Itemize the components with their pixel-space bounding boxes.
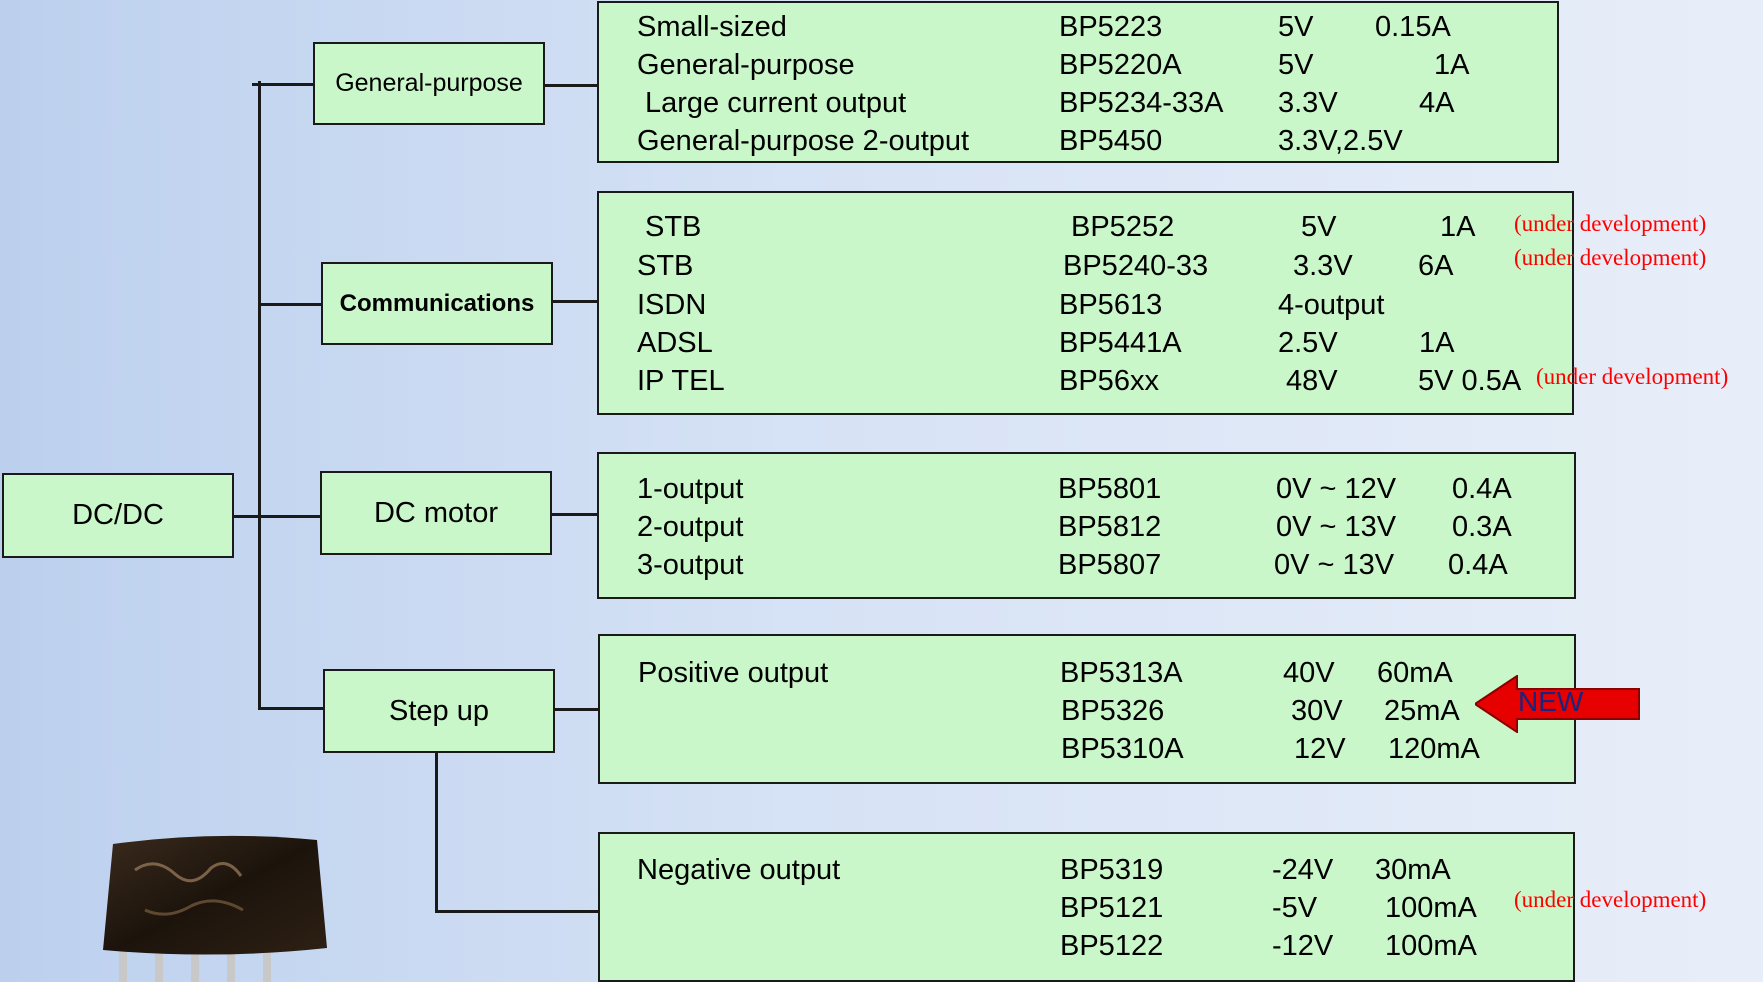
part-number: BP5441A: [1059, 327, 1182, 359]
voltage: 3.3V: [1278, 87, 1338, 119]
current: 0.4A: [1448, 549, 1508, 581]
voltage: -5V: [1272, 892, 1318, 924]
part-number: BP5450: [1059, 125, 1163, 157]
part-number: BP5220A: [1059, 49, 1182, 81]
product-name: STB: [637, 250, 694, 282]
current: 30mA: [1375, 854, 1451, 886]
current: 4A: [1419, 87, 1455, 119]
voltage: 5V: [1301, 211, 1337, 243]
product-name: 3-output: [637, 549, 744, 581]
part-number: BP5252: [1071, 211, 1175, 243]
category-label: Step up: [389, 694, 489, 727]
category-box-general-purpose: General-purpose: [313, 42, 545, 125]
product-name: ISDN: [637, 289, 707, 321]
category-label: Communications: [339, 289, 535, 317]
current: 100mA: [1385, 930, 1477, 962]
voltage: 40V: [1283, 657, 1335, 689]
group-name: Negative output: [637, 854, 841, 886]
branch-general-purpose: [252, 83, 315, 86]
category-box-communications: Communications: [321, 262, 553, 345]
current: 1A: [1440, 211, 1476, 243]
part-number: BP5326: [1061, 695, 1165, 727]
part-number: BP5240-33: [1063, 250, 1209, 282]
power-module-photo: [103, 835, 327, 982]
voltage: 0V ~ 13V: [1274, 549, 1395, 581]
current: 0.15A: [1375, 11, 1451, 43]
panel-general-purpose: [597, 1, 1559, 163]
panel-positive-output: [598, 634, 1576, 784]
product-name: ADSL: [637, 327, 713, 359]
root-connector: [228, 515, 321, 518]
step-up-down-line: [435, 752, 438, 912]
voltage: 4-output: [1278, 289, 1385, 321]
product-name: General-purpose: [637, 49, 855, 81]
current: 1A: [1419, 327, 1455, 359]
development-note: (under development): [1514, 245, 1707, 270]
voltage: 5V: [1278, 11, 1314, 43]
product-name: Large current output: [645, 87, 907, 119]
new-arrow-icon: [1475, 675, 1640, 733]
part-number: BP5807: [1058, 549, 1162, 581]
product-name: Small-sized: [637, 11, 787, 43]
link-general-purpose: [543, 84, 599, 87]
current: 25mA: [1384, 695, 1460, 727]
part-number: BP56xx: [1059, 365, 1159, 397]
part-number: BP5121: [1060, 892, 1164, 924]
part-number: BP5613: [1059, 289, 1163, 321]
development-note: (under development): [1514, 887, 1707, 912]
current: 100mA: [1385, 892, 1477, 924]
product-name: 1-output: [637, 473, 744, 505]
development-note: (under development): [1514, 211, 1707, 236]
current: 5V 0.5A: [1418, 365, 1522, 397]
product-name: IP TEL: [637, 365, 725, 397]
voltage: 48V: [1286, 365, 1338, 397]
current: 120mA: [1388, 733, 1480, 765]
link-negative-output: [435, 910, 601, 913]
voltage: 2.5V: [1278, 327, 1338, 359]
voltage: -24V: [1272, 854, 1334, 886]
current: 0.3A: [1452, 511, 1512, 543]
product-name: General-purpose 2-output: [637, 125, 970, 157]
panel-communications: [597, 191, 1574, 415]
part-number: BP5313A: [1060, 657, 1183, 689]
voltage: 0V ~ 12V: [1276, 473, 1397, 505]
category-label: General-purpose: [335, 69, 523, 97]
part-number: BP5310A: [1061, 733, 1184, 765]
link-dc-motor: [550, 513, 600, 516]
panel-negative-output: [598, 832, 1575, 982]
root-label: DC/DC: [72, 499, 164, 531]
panel-dc-motor: [597, 452, 1576, 599]
current: 0.4A: [1452, 473, 1512, 505]
current: 6A: [1418, 250, 1454, 282]
voltage: 3.3V: [1293, 250, 1353, 282]
branch-step-up: [258, 707, 324, 710]
part-number: BP5812: [1058, 511, 1162, 543]
product-name: STB: [645, 211, 702, 243]
part-number: BP5801: [1058, 473, 1162, 505]
product-name: 2-output: [637, 511, 744, 543]
link-positive-output: [552, 708, 601, 711]
new-badge: NEW: [1518, 686, 1584, 717]
current: 1A: [1434, 49, 1470, 81]
voltage: 0V ~ 13V: [1276, 511, 1397, 543]
part-number: BP5122: [1060, 930, 1164, 962]
category-label: DC motor: [373, 496, 499, 529]
trunk-line: [258, 81, 261, 709]
root-box: DC/DC: [2, 473, 234, 558]
voltage: 30V: [1291, 695, 1343, 727]
category-box-step-up: Step up: [323, 669, 555, 753]
part-number: BP5234-33A: [1059, 87, 1224, 119]
voltage: 3.3V,2.5V: [1278, 125, 1403, 157]
branch-communications: [258, 303, 322, 306]
voltage: 12V: [1294, 733, 1346, 765]
category-box-dc-motor: DC motor: [320, 471, 552, 555]
part-number: BP5223: [1059, 11, 1163, 43]
part-number: BP5319: [1060, 854, 1164, 886]
current: 60mA: [1377, 657, 1453, 689]
voltage: -12V: [1272, 930, 1334, 962]
voltage: 5V: [1278, 49, 1314, 81]
development-note: (under development): [1536, 364, 1729, 389]
group-name: Positive output: [638, 657, 829, 689]
